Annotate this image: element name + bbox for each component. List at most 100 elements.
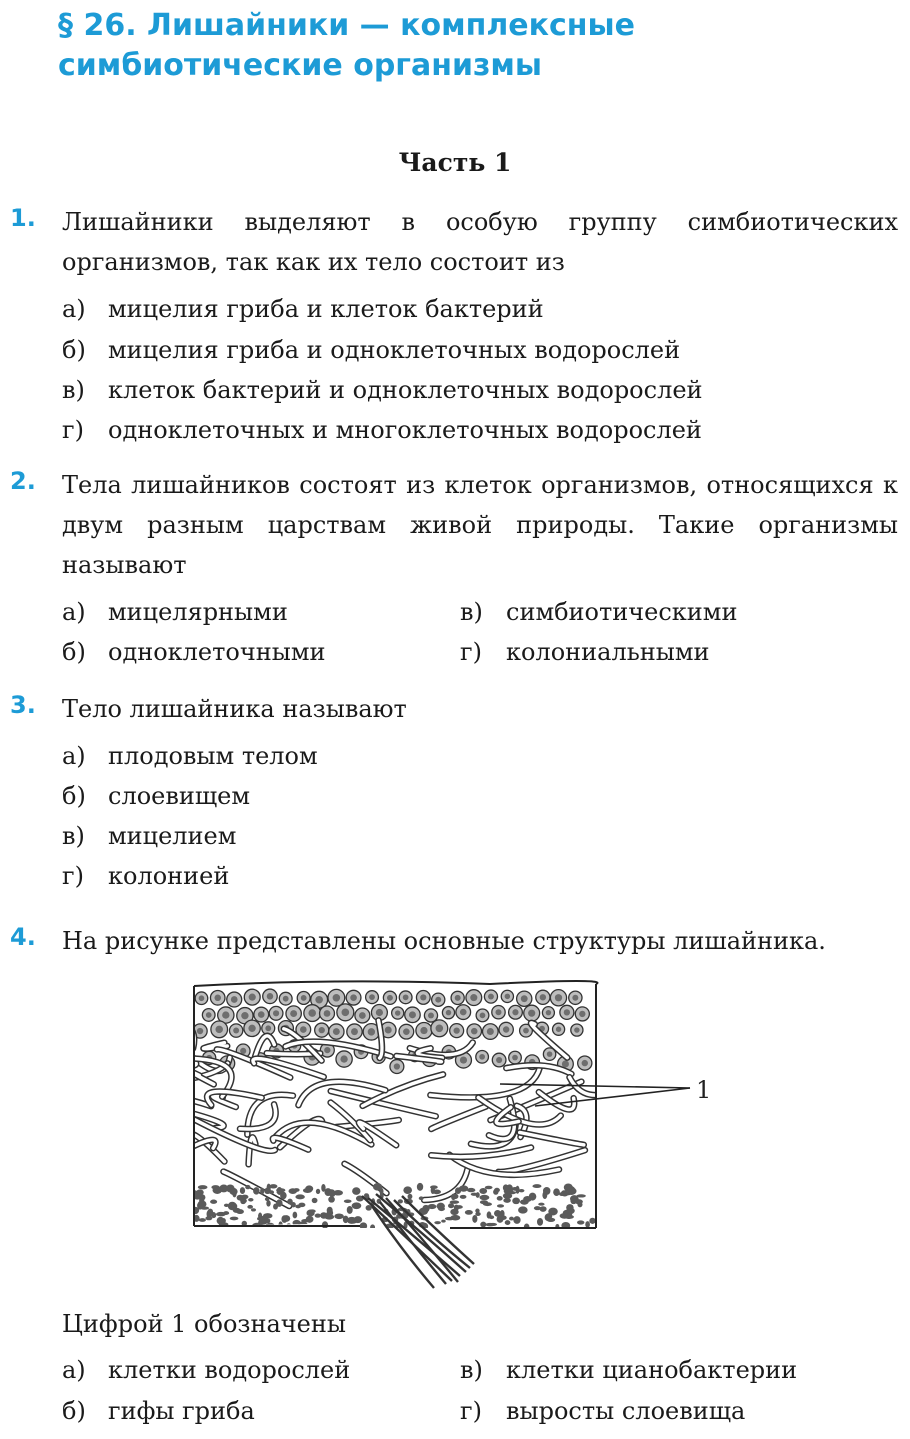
cortex-cell — [483, 1195, 488, 1200]
fungal-hypha — [567, 1075, 598, 1097]
cortex-cell — [538, 1202, 545, 1206]
option-letter: а) — [62, 598, 86, 626]
cortex-cell — [421, 1222, 429, 1228]
option-letter: в) — [460, 598, 483, 626]
cortex-cell — [260, 1187, 265, 1195]
q4-option-a[interactable]: а)клетки водорослей — [62, 1355, 350, 1385]
cortex-cell — [301, 1219, 310, 1223]
q3-option-c[interactable]: в)мицелием — [62, 821, 236, 851]
cortex-cell — [287, 1198, 293, 1205]
q4-option-d[interactable]: г)выросты слоевища — [460, 1396, 745, 1426]
lower-cortex-layer — [194, 1182, 596, 1228]
figure-label-1: 1 — [696, 1076, 711, 1104]
q3-option-b[interactable]: б)слоевищем — [62, 781, 250, 811]
cortex-cell — [364, 1193, 369, 1198]
option-text: мицелярными — [108, 598, 288, 626]
pointer-lines — [499, 1083, 691, 1107]
fungal-hypha — [205, 1089, 264, 1107]
option-letter: в) — [460, 1356, 483, 1384]
option-text: гифы гриба — [108, 1397, 255, 1425]
fungal-hypha — [376, 1018, 384, 1060]
cortex-cell — [308, 1209, 316, 1213]
fungal-hypha — [194, 1094, 213, 1108]
cortex-cell — [346, 1216, 357, 1224]
cortex-cell — [293, 1188, 300, 1192]
cortex-cell — [314, 1213, 321, 1218]
cortex-cell — [196, 1189, 204, 1196]
fungal-hypha — [494, 1105, 521, 1126]
cortex-cell — [536, 1218, 544, 1226]
cortex-cell — [509, 1216, 514, 1221]
option-text: одноклеточными — [108, 638, 326, 666]
q2-option-a[interactable]: а) мицелярными — [62, 597, 288, 627]
option-text: одноклеточных и многоклеточных водоросле… — [108, 416, 702, 444]
cortex-cell — [321, 1184, 326, 1192]
option-letter: а) — [62, 742, 86, 770]
fungal-hypha — [194, 1138, 218, 1164]
option-letter: а) — [62, 295, 86, 323]
cortex-cell — [333, 1190, 343, 1196]
option-letter: б) — [62, 782, 86, 810]
fungal-hypha — [215, 1047, 292, 1080]
cortex-cell — [302, 1188, 313, 1193]
option-text: колониальными — [506, 638, 710, 666]
cortex-cell — [262, 1213, 273, 1219]
cortex-cell — [359, 1222, 368, 1228]
cortex-cell — [455, 1205, 463, 1209]
fungal-hypha — [428, 1065, 542, 1100]
cortex-cell — [277, 1223, 285, 1228]
option-text: плодовым телом — [108, 742, 318, 770]
cortex-cell — [479, 1200, 489, 1205]
q3-option-d[interactable]: г)колонией — [62, 861, 229, 891]
q2-option-c[interactable]: в)симбиотическими — [460, 597, 737, 627]
cortex-cell — [480, 1221, 487, 1228]
cortex-cell — [430, 1186, 436, 1194]
cortex-cell — [245, 1184, 251, 1190]
cortex-cell — [559, 1212, 570, 1219]
cortex-cell — [459, 1194, 467, 1199]
cortex-cell — [276, 1199, 283, 1207]
cortex-cell — [292, 1211, 298, 1219]
cortex-cell — [315, 1188, 321, 1195]
cortex-cell — [447, 1203, 455, 1209]
cortex-cell — [236, 1209, 244, 1215]
q1-option-a[interactable]: а) мицелия гриба и клеток бактерий — [62, 294, 544, 324]
fungal-hypha — [429, 1104, 488, 1131]
cortex-cell — [218, 1218, 223, 1224]
fungal-hypha — [194, 1117, 277, 1153]
fungal-hypha — [194, 1061, 198, 1068]
cortex-cell — [227, 1201, 237, 1210]
cortex-cell — [503, 1188, 514, 1195]
q1-option-c[interactable]: в)клеток бактерий и одноклеточных водоро… — [62, 375, 703, 405]
q2-option-b[interactable]: б) одноклеточными — [62, 637, 325, 667]
cortex-cell — [569, 1190, 574, 1195]
cortex-cell — [434, 1221, 441, 1225]
cortex-cell — [458, 1185, 469, 1192]
cortex-cell — [351, 1202, 362, 1210]
question-3-number: 3. — [10, 691, 36, 719]
q4-option-c[interactable]: в)клетки цианобактерии — [460, 1355, 797, 1385]
question-4-number: 4. — [10, 923, 36, 951]
cortex-cell — [475, 1192, 480, 1198]
q2-option-d[interactable]: г)колониальными — [460, 637, 710, 667]
q1-option-d[interactable]: г)одноклеточных и многоклеточных водорос… — [62, 415, 702, 445]
cortex-cell — [523, 1223, 530, 1228]
q3-option-a[interactable]: а) плодовым телом — [62, 741, 318, 771]
cortex-cell — [264, 1187, 272, 1194]
option-text: мицелия гриба и клеток бактерий — [108, 295, 544, 323]
cortex-cell — [370, 1224, 376, 1228]
q1-option-b[interactable]: б)мицелия гриба и одноклеточных водоросл… — [62, 335, 680, 365]
fungal-hypha — [328, 1089, 438, 1118]
part-title: Часть 1 — [398, 148, 512, 177]
cortex-cell — [515, 1185, 520, 1194]
fungal-hypha — [415, 1046, 444, 1060]
option-letter: б) — [62, 638, 86, 666]
fungal-hypha — [238, 1102, 278, 1131]
cortex-cell — [585, 1221, 590, 1228]
rhizine-bundle — [361, 1193, 475, 1289]
option-text: колонией — [108, 862, 230, 890]
cortex-cell — [441, 1219, 446, 1223]
cortex-cell — [479, 1187, 488, 1195]
fungal-hypha — [274, 1120, 374, 1147]
q4-option-b[interactable]: б)гифы гриба — [62, 1396, 255, 1426]
